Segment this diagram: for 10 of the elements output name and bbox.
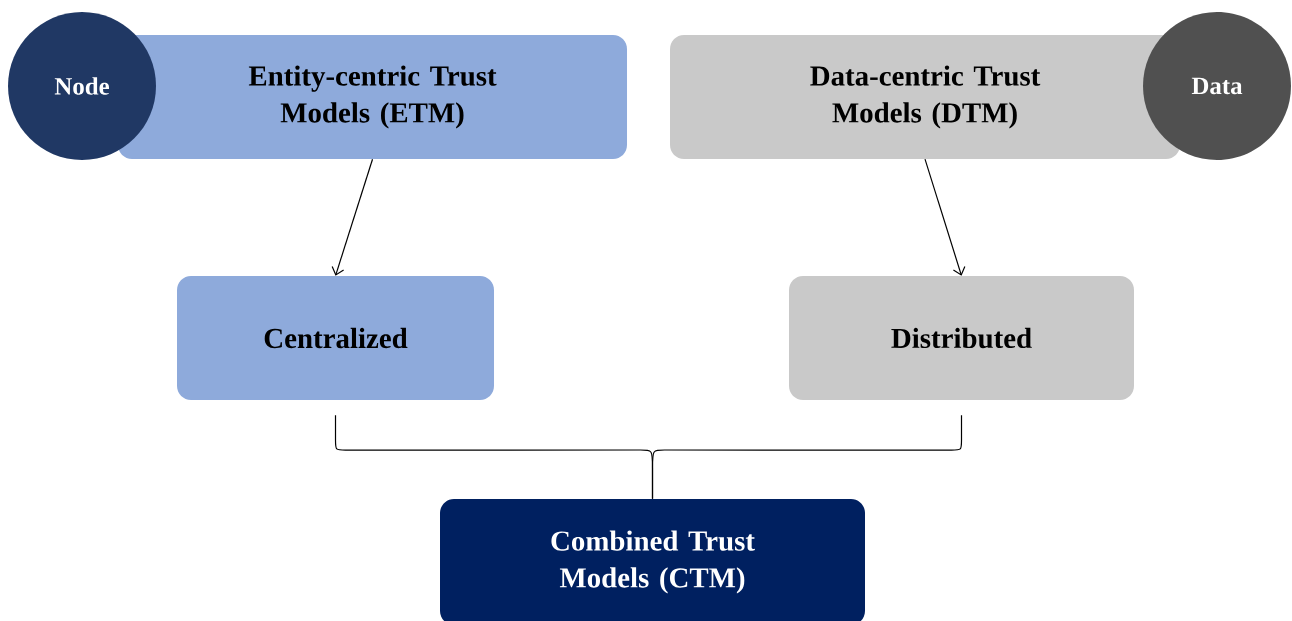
arrow <box>924 158 966 276</box>
process-box: Entity-centric Trust Models (ETM) <box>118 35 627 159</box>
circle-badge: Node <box>8 12 156 160</box>
process-box: Combined Trust Models (CTM) <box>440 499 865 621</box>
bracket-connector <box>651 414 963 500</box>
circle-badge: Data <box>1143 12 1291 160</box>
process-box: Centralized <box>177 276 494 400</box>
process-box: Data-centric Trust Models (DTM) <box>670 35 1180 159</box>
process-box: Distributed <box>789 276 1134 400</box>
arrow <box>331 158 374 276</box>
